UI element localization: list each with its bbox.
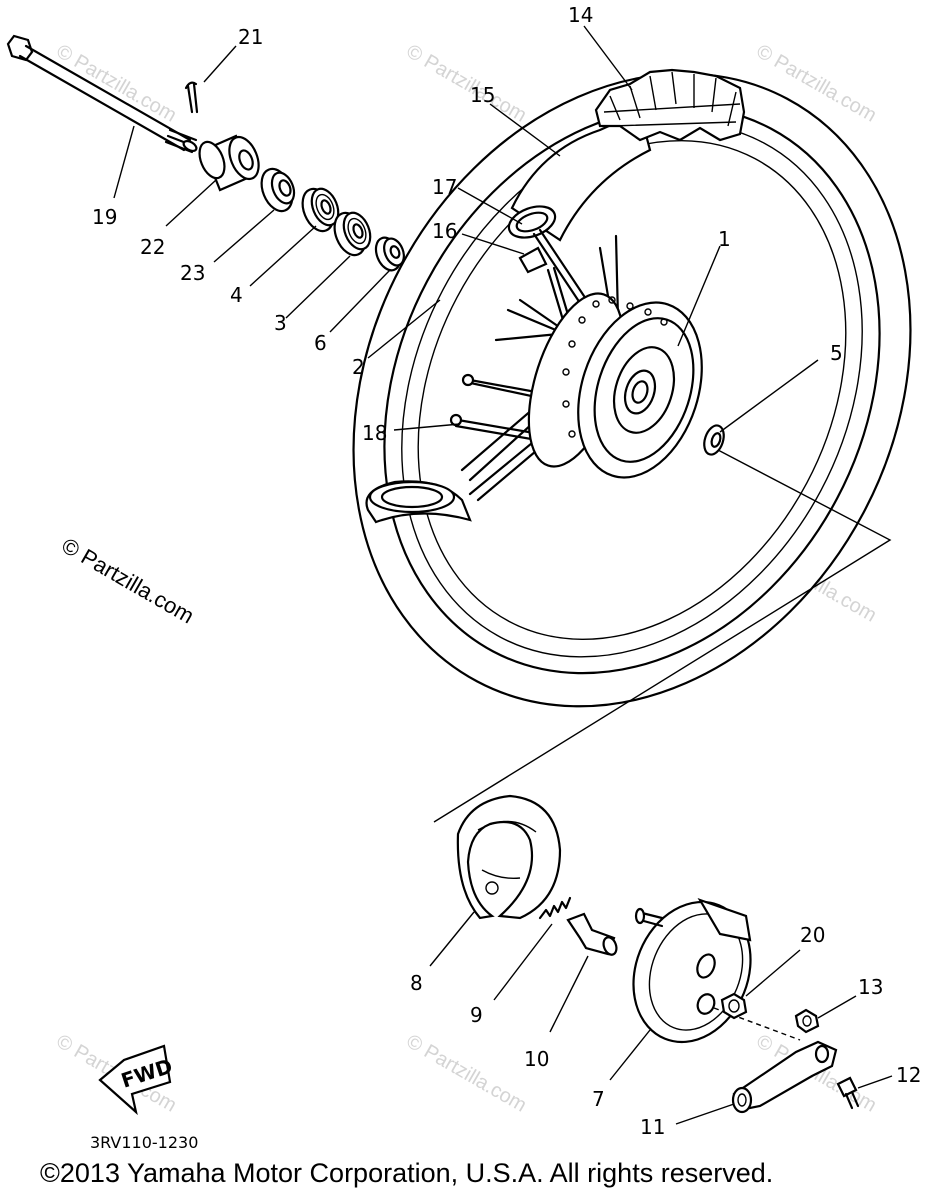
leader-lines: [113, 25, 893, 1125]
callout-5: 5: [830, 341, 843, 365]
callout-11: 11: [640, 1115, 665, 1139]
callout-19: 19: [92, 205, 117, 229]
callout-labels: 1 2 3 4 5 6 7 8 9 10 11 12 13 14 15 16 1…: [92, 3, 921, 1139]
forward-arrow: FWD: [98, 1044, 175, 1116]
inner-tube: [507, 110, 652, 242]
front-axle: [6, 34, 198, 154]
bearing: [333, 211, 372, 257]
hex-nut: [794, 1008, 820, 1034]
spacer-flange: [374, 236, 405, 272]
brake-camshaft: [566, 912, 618, 956]
assembly-reference-line: [433, 449, 892, 823]
watermark-text: © Partzilla.com: [403, 1030, 531, 1116]
callout-6: 6: [314, 331, 327, 355]
wheel-hub: [527, 292, 703, 479]
watermark-text: © Partzilla.com: [58, 533, 199, 629]
callout-21: 21: [238, 25, 263, 49]
axle-collar: [198, 134, 260, 192]
callout-23: 23: [180, 261, 205, 285]
alignment-dashed-line: [713, 1007, 801, 1041]
watermark-text: © Partzilla.com: [53, 40, 181, 126]
callout-1: 1: [718, 227, 731, 251]
callout-12: 12: [896, 1063, 921, 1087]
hub-seal: [703, 424, 725, 456]
tire-tread: [594, 68, 746, 142]
brake-shoes: [456, 794, 562, 920]
callout-2: 2: [352, 355, 365, 379]
callout-17: 17: [432, 175, 457, 199]
callout-13: 13: [858, 975, 883, 999]
brake-cam-lever: [731, 1040, 838, 1114]
watermark-text: © Partzilla.com: [403, 40, 531, 126]
callout-14: 14: [568, 3, 593, 27]
callout-7: 7: [592, 1087, 605, 1111]
diagram-code: 3RV110-1230: [90, 1133, 198, 1152]
cotter-pin: [184, 81, 199, 114]
brake-spring: [538, 896, 572, 920]
lever-bolt: [836, 1076, 860, 1110]
callout-8: 8: [410, 971, 423, 995]
oil-seal: [260, 167, 296, 213]
bearing: [301, 187, 340, 233]
callout-4: 4: [230, 283, 243, 307]
tire-valve: [518, 246, 548, 274]
callout-15: 15: [470, 83, 495, 107]
callout-10: 10: [524, 1047, 549, 1071]
hex-nut: [720, 992, 748, 1020]
copyright-notice: ©2013 Yamaha Motor Corporation, U.S.A. A…: [40, 1158, 774, 1188]
brake-panel: [632, 897, 752, 1044]
callout-22: 22: [140, 235, 165, 259]
callout-3: 3: [274, 311, 287, 335]
callout-16: 16: [432, 219, 457, 243]
callout-9: 9: [470, 1003, 483, 1027]
callout-20: 20: [800, 923, 825, 947]
callout-18: 18: [362, 421, 387, 445]
